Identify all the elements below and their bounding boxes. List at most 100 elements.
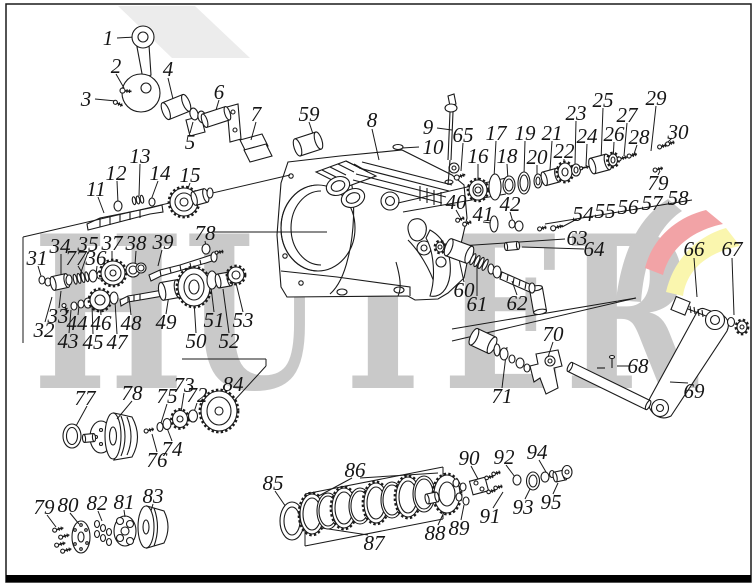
- washer: [528, 282, 536, 294]
- part-number-1: 1: [103, 26, 114, 50]
- leader-line: [232, 365, 267, 403]
- leader-line: [493, 140, 497, 179]
- leader-line: [44, 296, 53, 323]
- ring: [489, 215, 499, 233]
- screw: [537, 225, 547, 232]
- roller: [93, 519, 101, 529]
- bearing: [517, 171, 531, 195]
- leader-line: [115, 73, 125, 89]
- gear: [175, 265, 213, 309]
- part-number-45: 45: [83, 330, 104, 354]
- leader-line: [397, 177, 507, 204]
- washer: [499, 347, 509, 361]
- part-number-50: 50: [186, 329, 208, 353]
- part-number-69: 69: [684, 379, 706, 403]
- washer: [508, 219, 516, 229]
- part-number-58: 58: [668, 186, 690, 210]
- part-number-2: 2: [111, 54, 122, 78]
- leader-line: [623, 122, 628, 157]
- part-number-89: 89: [449, 516, 471, 540]
- bushing: [160, 93, 192, 121]
- part-number-81: 81: [114, 490, 135, 514]
- ring: [62, 423, 82, 449]
- bearing: [225, 264, 247, 286]
- leader-line: [274, 490, 287, 508]
- hub: [424, 491, 440, 505]
- part-number-12: 12: [106, 161, 128, 185]
- leader-line: [455, 209, 461, 218]
- part-number-84: 84: [223, 372, 245, 396]
- part-number-24: 24: [577, 124, 599, 148]
- leader-line: [189, 121, 194, 134]
- bolt: [550, 224, 564, 232]
- leader-line: [167, 77, 174, 100]
- part-number-38: 38: [125, 231, 148, 255]
- part-number-34: 34: [49, 234, 72, 258]
- kick-lever: [647, 307, 730, 419]
- leader-line: [94, 98, 117, 102]
- screw: [54, 541, 66, 548]
- part-number-37: 37: [101, 231, 125, 255]
- washer: [726, 316, 736, 328]
- washer: [515, 357, 525, 369]
- washer: [493, 343, 501, 357]
- washer: [156, 421, 164, 433]
- part-number-79: 79: [34, 495, 56, 519]
- spindle: [443, 238, 475, 264]
- pin: [61, 302, 70, 313]
- part-number-8: 8: [367, 108, 378, 132]
- part-number-39: 39: [152, 230, 175, 254]
- gasket: [488, 173, 502, 201]
- part-number-46: 46: [91, 311, 113, 335]
- part-number-36: 36: [85, 246, 108, 270]
- part-number-47: 47: [107, 330, 130, 354]
- collar: [502, 175, 516, 195]
- washer: [77, 299, 85, 309]
- leader-line: [97, 196, 105, 214]
- part-number-85: 85: [263, 471, 284, 495]
- screw: [60, 547, 72, 554]
- collar: [135, 262, 147, 274]
- part-number-51: 51: [204, 308, 225, 332]
- hub: [49, 273, 71, 291]
- part-number-66: 66: [684, 237, 706, 261]
- leader-line: [470, 465, 479, 480]
- leader-line: [58, 290, 62, 309]
- part-number-29: 29: [646, 86, 668, 110]
- screw: [493, 484, 503, 491]
- screw: [665, 140, 675, 147]
- screw: [453, 173, 466, 181]
- leader-line: [46, 514, 57, 528]
- part-number-27: 27: [617, 103, 640, 127]
- washer: [70, 301, 78, 311]
- part-number-13: 13: [130, 144, 151, 168]
- leader-line: [235, 282, 244, 313]
- washer: [206, 187, 214, 199]
- roller: [93, 529, 101, 539]
- pedal-rod: [566, 361, 652, 411]
- starter-cup: [292, 131, 324, 157]
- washer: [508, 354, 516, 364]
- screw: [626, 152, 638, 159]
- lever-bolt: [670, 295, 707, 318]
- leader-line: [222, 288, 230, 334]
- part-number-15: 15: [180, 163, 201, 187]
- washer: [492, 265, 502, 279]
- leader-line: [116, 400, 133, 420]
- screw: [616, 155, 628, 162]
- part-number-73: 73: [174, 373, 195, 397]
- part-number-14: 14: [150, 161, 172, 185]
- clutch-spider: [113, 515, 137, 547]
- leader-line: [547, 341, 554, 358]
- screw: [455, 216, 465, 223]
- part-number-20: 20: [527, 145, 549, 169]
- part-number-41: 41: [473, 202, 494, 226]
- crank-knob: [131, 25, 155, 49]
- part-number-56: 56: [618, 195, 640, 219]
- washer: [88, 269, 98, 283]
- roller: [459, 482, 467, 492]
- part-number-25: 25: [593, 88, 614, 112]
- gear: [167, 185, 201, 219]
- part-number-74: 74: [162, 437, 184, 461]
- spring: [131, 194, 145, 206]
